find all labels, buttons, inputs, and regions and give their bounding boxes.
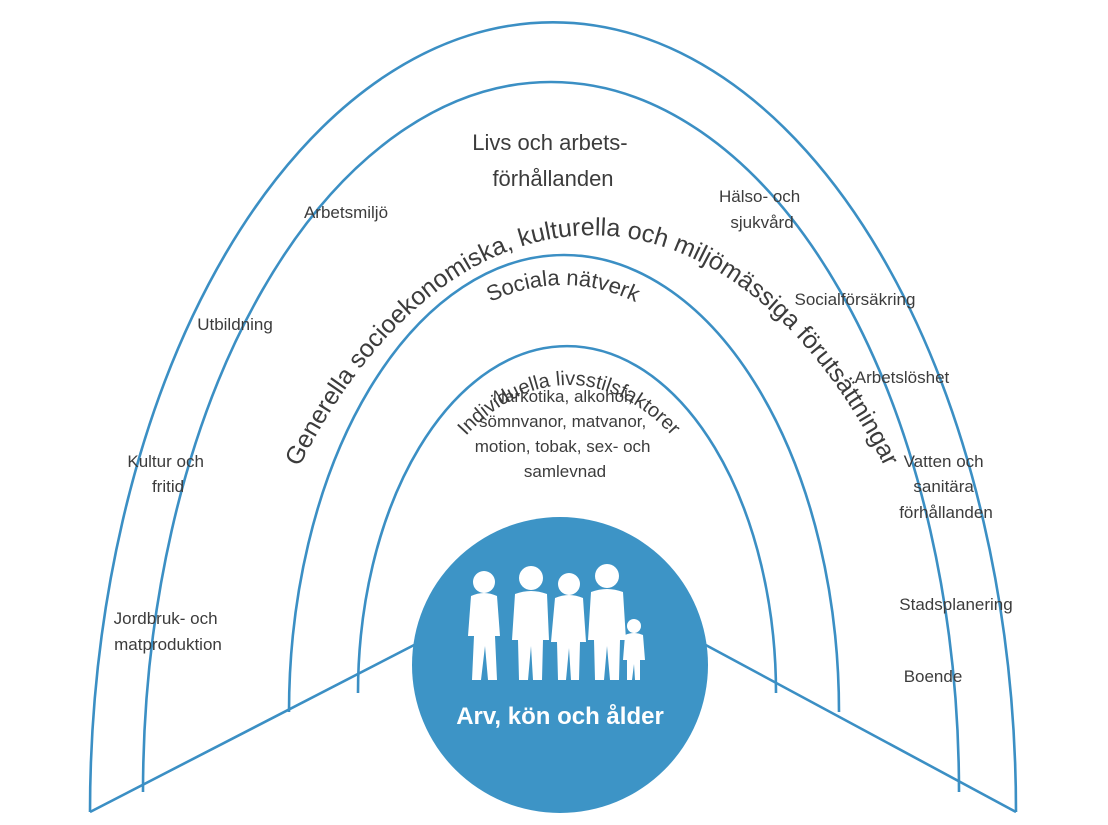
layer-arcs <box>88 20 1018 813</box>
center-label: Arv, kön och ålder <box>456 703 664 730</box>
social-network-title: Sociala nätverk <box>482 265 644 307</box>
factor-jordbruk: Jordbruk- och matproduktion <box>114 609 223 654</box>
factor-halso-och-sjukvard: Hälso- och sjukvård <box>719 187 805 232</box>
factor-vatten: Vatten och sanitära förhållanden <box>899 452 993 522</box>
factor-kultur-och-fritid: Kultur och fritid <box>127 452 208 496</box>
social-network-arc <box>356 344 778 694</box>
outer-layer-title: Generella socioekonomiska, kulturella oc… <box>280 213 905 470</box>
factor-stadsplanering: Stadsplanering <box>899 595 1012 614</box>
factor-arbetsloshet: Arbetslöshet <box>855 368 950 387</box>
base-line-right <box>701 641 1017 814</box>
base-lines <box>89 641 1017 814</box>
family-silhouette-icon <box>468 564 645 680</box>
base-line-left <box>89 641 419 814</box>
factor-boende: Boende <box>904 667 963 686</box>
living-conditions-arc <box>287 253 841 713</box>
individual-items: Narkotika, alkohol, sömnvanor, matvanor,… <box>475 387 656 481</box>
outer-boundary-arc <box>88 20 1018 813</box>
factor-utbildning: Utbildning <box>197 315 273 334</box>
factor-arbetsmiljo: Arbetsmiljö <box>304 203 388 222</box>
living-conditions-title: Livs och arbets- förhållanden <box>472 130 633 191</box>
outer-inner-arc <box>141 80 961 793</box>
factor-socialforsakring: Socialförsäkring <box>795 290 916 309</box>
